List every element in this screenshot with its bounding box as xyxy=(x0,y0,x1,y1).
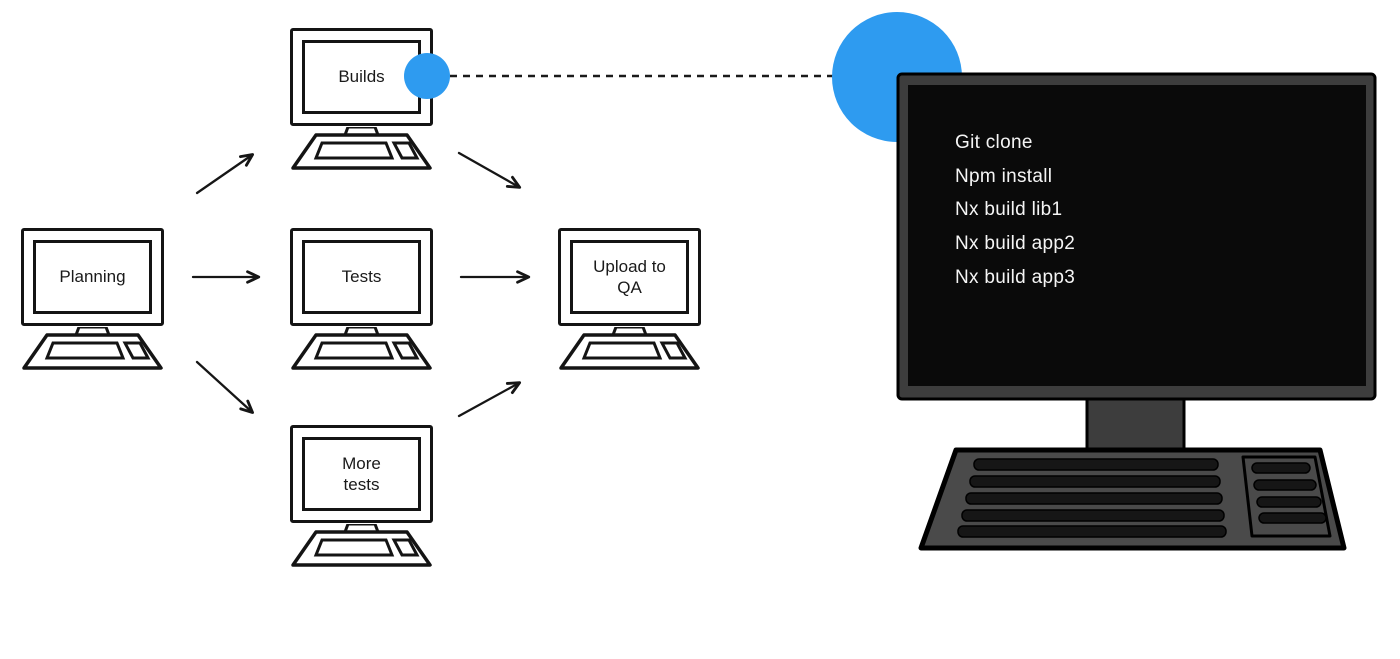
key-row xyxy=(1258,512,1327,524)
monitor-screen: Tests xyxy=(302,240,421,314)
edge-planning-more-tests xyxy=(195,360,254,414)
monitor-screen: Planning xyxy=(33,240,152,314)
terminal-line: Nx build app3 xyxy=(955,266,1076,288)
key-row xyxy=(1251,462,1311,474)
key-small xyxy=(391,141,420,160)
monitor-screen: Builds xyxy=(302,40,421,114)
edge-more-tests-upload-qa xyxy=(457,381,522,418)
terminal-line: Nx build app2 xyxy=(955,232,1076,254)
node-label: More tests xyxy=(342,453,381,494)
keyboard-key-rows xyxy=(957,458,1227,538)
terminal-line: Git clone xyxy=(955,131,1033,153)
node-planning: Planning xyxy=(21,228,164,374)
key-row xyxy=(1253,479,1317,491)
node-label: Builds xyxy=(338,67,385,87)
keyboard-icon xyxy=(291,127,432,170)
node-builds: Builds xyxy=(290,28,433,174)
monitor-screen: Upload to QA xyxy=(570,240,689,314)
monitor-icon: Planning xyxy=(21,228,164,326)
key-area xyxy=(581,341,663,360)
keyboard-icon xyxy=(22,327,163,370)
zoom-circle xyxy=(832,12,962,142)
keyboard-icon xyxy=(291,524,432,567)
key-area xyxy=(313,141,395,160)
key-row xyxy=(1256,496,1322,508)
monitor-screen: More tests xyxy=(302,437,421,511)
keyboard-icon xyxy=(291,327,432,370)
edge-planning-builds xyxy=(195,153,255,195)
key-small xyxy=(391,538,420,557)
monitor-icon: More tests xyxy=(290,425,433,523)
node-label: Upload to QA xyxy=(593,256,666,297)
keyboard-icon xyxy=(559,327,700,370)
numpad-key-rows xyxy=(1251,462,1327,524)
key-row xyxy=(965,492,1223,505)
monitor-icon: Upload to QA xyxy=(558,228,701,326)
key-small xyxy=(391,341,420,360)
node-more-tests: More tests xyxy=(290,425,433,571)
node-upload-qa: Upload to QA xyxy=(558,228,701,374)
key-area xyxy=(313,341,395,360)
key-row xyxy=(973,458,1219,471)
edge-builds-upload-qa xyxy=(457,151,522,189)
key-row xyxy=(961,509,1225,522)
terminal-line: Nx build lib1 xyxy=(955,199,1063,221)
key-area xyxy=(44,341,126,360)
terminal-keyboard xyxy=(918,447,1347,551)
terminal-monitor-stand xyxy=(1085,397,1186,451)
key-row xyxy=(969,475,1221,488)
node-label: Planning xyxy=(59,267,126,287)
key-row xyxy=(957,525,1227,538)
terminal-output: Git clone Npm install Nx build lib1 Nx b… xyxy=(955,126,1075,294)
key-small xyxy=(659,341,688,360)
keyboard-numpad xyxy=(1241,455,1332,538)
monitor-icon: Builds xyxy=(290,28,433,126)
node-tests: Tests xyxy=(290,228,433,374)
terminal-line: Npm install xyxy=(955,165,1053,187)
monitor-icon: Tests xyxy=(290,228,433,326)
key-small xyxy=(122,341,151,360)
node-label: Tests xyxy=(341,267,382,287)
key-area xyxy=(313,538,395,557)
